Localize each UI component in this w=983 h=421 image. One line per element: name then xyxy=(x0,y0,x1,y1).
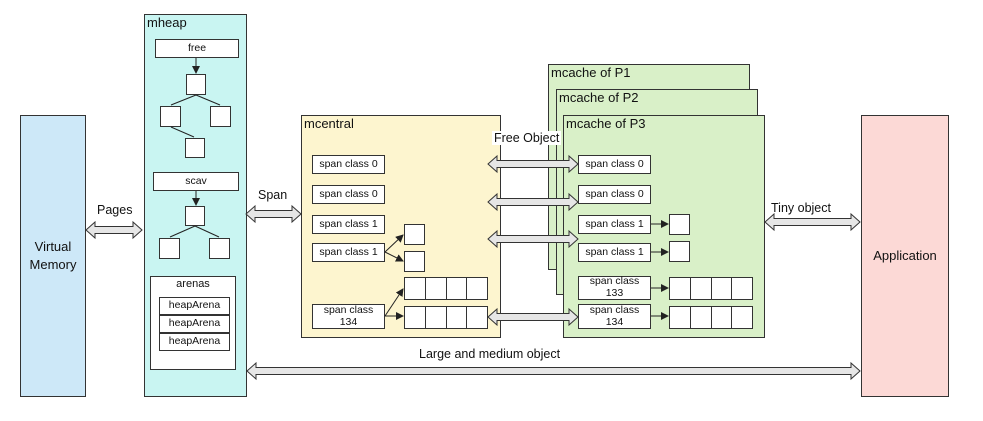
mcache-span-class-133: span class 133 xyxy=(578,276,651,300)
heap-arena-label: heapArena xyxy=(168,299,221,312)
mcentral-object-row-2 xyxy=(404,306,488,329)
scav-tree-left xyxy=(159,238,180,259)
scav-tree-right xyxy=(209,238,230,259)
span-class-label: span class 0 xyxy=(319,157,378,170)
tiny-object-double-arrow xyxy=(764,212,861,232)
free-object-arrow-2 xyxy=(487,192,579,212)
span-double-arrow xyxy=(245,204,302,224)
mcache-p1-title: mcache of P1 xyxy=(551,65,631,80)
pages-label: Pages xyxy=(97,203,133,217)
mcache-span-class-1a: span class 1 xyxy=(578,215,651,234)
heap-arena-1: heapArena xyxy=(159,297,230,315)
mcentral-span-class-1a: span class 1 xyxy=(312,215,385,234)
free-tree-edge xyxy=(170,94,197,106)
free-tree-root xyxy=(186,74,206,95)
free-object-label: Free Object xyxy=(492,131,562,145)
scav-tree-root xyxy=(185,206,205,226)
mcentral-object-b xyxy=(404,251,425,272)
span-class-label: span class 134 xyxy=(323,303,374,328)
span-class-label: span class 0 xyxy=(319,187,378,200)
heap-arena-label: heapArena xyxy=(168,317,221,330)
mcache-object-row-2 xyxy=(669,306,753,329)
span-class-label: span class 0 xyxy=(585,157,644,170)
free-tree-edge xyxy=(195,94,221,106)
span-class-label: span class 0 xyxy=(585,187,644,200)
tiny-object-label: Tiny object xyxy=(771,201,831,215)
free-tree-left xyxy=(160,106,181,127)
virtual-memory-box: Virtual Memory xyxy=(20,115,86,397)
heap-arena-label: heapArena xyxy=(168,335,221,348)
mcache-span-class-0b: span class 0 xyxy=(578,185,651,204)
mcentral-object-row-1 xyxy=(404,277,488,300)
virtual-memory-label: Virtual Memory xyxy=(29,239,77,272)
pages-double-arrow xyxy=(85,220,143,240)
mcache-span-class-134: span class 134 xyxy=(578,304,651,329)
mcentral-pointer xyxy=(384,288,404,317)
mcentral-span-class-134: span class 134 xyxy=(312,304,385,329)
span-class-label: span class 133 xyxy=(589,275,640,299)
mcentral-span-class-1b: span class 1 xyxy=(312,243,385,262)
mcentral-span-class-0a: span class 0 xyxy=(312,155,385,174)
mcentral-object-a xyxy=(404,224,425,245)
mheap-title: mheap xyxy=(147,15,187,30)
mcache-span-class-1b: span class 1 xyxy=(578,243,651,262)
mcentral-title: mcentral xyxy=(304,116,354,131)
mcentral-span-class-0b: span class 0 xyxy=(312,185,385,204)
span-label: Span xyxy=(258,188,288,202)
mcache-object-row-1 xyxy=(669,277,753,300)
application-label: Application xyxy=(873,248,937,264)
free-object-arrow-4 xyxy=(487,307,579,327)
mcentral-pointer xyxy=(384,251,404,262)
scav-tree-edge xyxy=(194,225,220,238)
free-tree-leaf xyxy=(185,138,205,158)
free-object-arrow-1 xyxy=(487,154,579,174)
mcache-span-class-0a: span class 0 xyxy=(578,155,651,174)
span-class-label: span class 1 xyxy=(585,245,644,258)
free-label: free xyxy=(187,41,207,54)
mcache-p2-title: mcache of P2 xyxy=(559,90,639,105)
free-tree-edge xyxy=(170,126,195,138)
span-class-label: span class 134 xyxy=(589,303,640,328)
arenas-title: arenas xyxy=(176,278,210,290)
mcache-object-a xyxy=(669,214,690,235)
free-object-arrow-3 xyxy=(487,229,579,249)
span-class-label: span class 1 xyxy=(319,217,378,230)
free-list-box: free xyxy=(155,39,239,58)
scav-tree-edge xyxy=(169,225,196,238)
application-box: Application xyxy=(861,115,949,397)
heap-arena-2: heapArena xyxy=(159,315,230,333)
span-class-label: span class 1 xyxy=(319,245,378,258)
mcache-object-b xyxy=(669,241,690,262)
heap-arena-3: heapArena xyxy=(159,333,230,351)
scav-label: scav xyxy=(185,174,207,187)
mcache-p3-title: mcache of P3 xyxy=(566,116,646,131)
free-tree-right xyxy=(210,106,231,127)
scav-list-box: scav xyxy=(153,172,239,191)
large-medium-double-arrow xyxy=(246,361,861,381)
mcentral-pointer xyxy=(384,234,404,253)
span-class-label: span class 1 xyxy=(585,217,644,230)
large-medium-label: Large and medium object xyxy=(419,347,561,361)
